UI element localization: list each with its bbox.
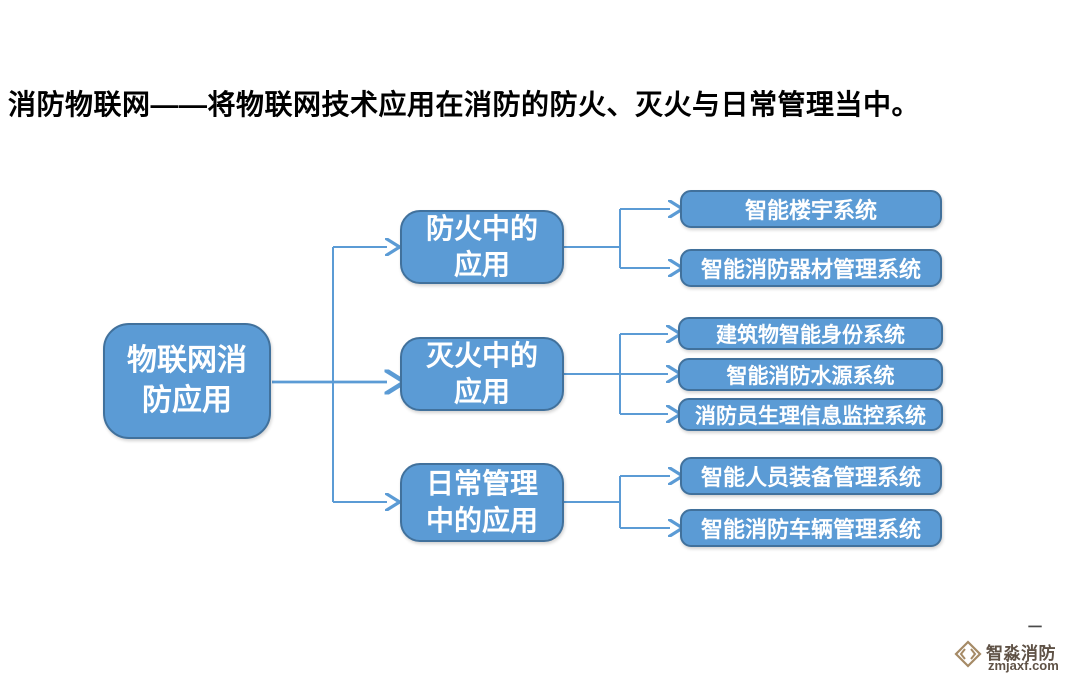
watermark-brand-text: 智淼消防 xyxy=(986,644,1056,663)
leaf-node-fire-equipment-management-system: 智能消防器材管理系统 xyxy=(680,249,942,287)
zhimiao-logo-icon xyxy=(954,640,982,673)
leaf-node-personnel-equipment-management-system: 智能人员装备管理系统 xyxy=(680,457,942,495)
watermark-dash: 一 xyxy=(1028,619,1042,635)
branch-node-fire-fighting: 灭火中的应用 xyxy=(400,337,564,411)
leaf-node-smart-building-system: 智能楼宇系统 xyxy=(680,190,942,228)
root-node-iot-fire-application: 物联网消防应用 xyxy=(103,323,271,439)
leaf-node-fire-vehicle-management-system: 智能消防车辆管理系统 xyxy=(680,509,942,547)
watermark: 一 智淼消防 zmjaxf.com xyxy=(950,619,1075,673)
branch-node-fire-prevention: 防火中的应用 xyxy=(400,210,564,284)
watermark-site-text: zmjaxf.com xyxy=(988,658,1059,673)
leaf-node-smart-fire-water-source-system: 智能消防水源系统 xyxy=(678,358,943,391)
branch-node-daily-management: 日常管理中的应用 xyxy=(400,463,564,542)
page-title: 消防物联网——将物联网技术应用在消防的防火、灭火与日常管理当中。 xyxy=(8,89,921,120)
leaf-node-building-smart-identity-system: 建筑物智能身份系统 xyxy=(678,317,943,350)
leaf-node-firefighter-physiology-monitoring-system: 消防员生理信息监控系统 xyxy=(678,398,943,431)
